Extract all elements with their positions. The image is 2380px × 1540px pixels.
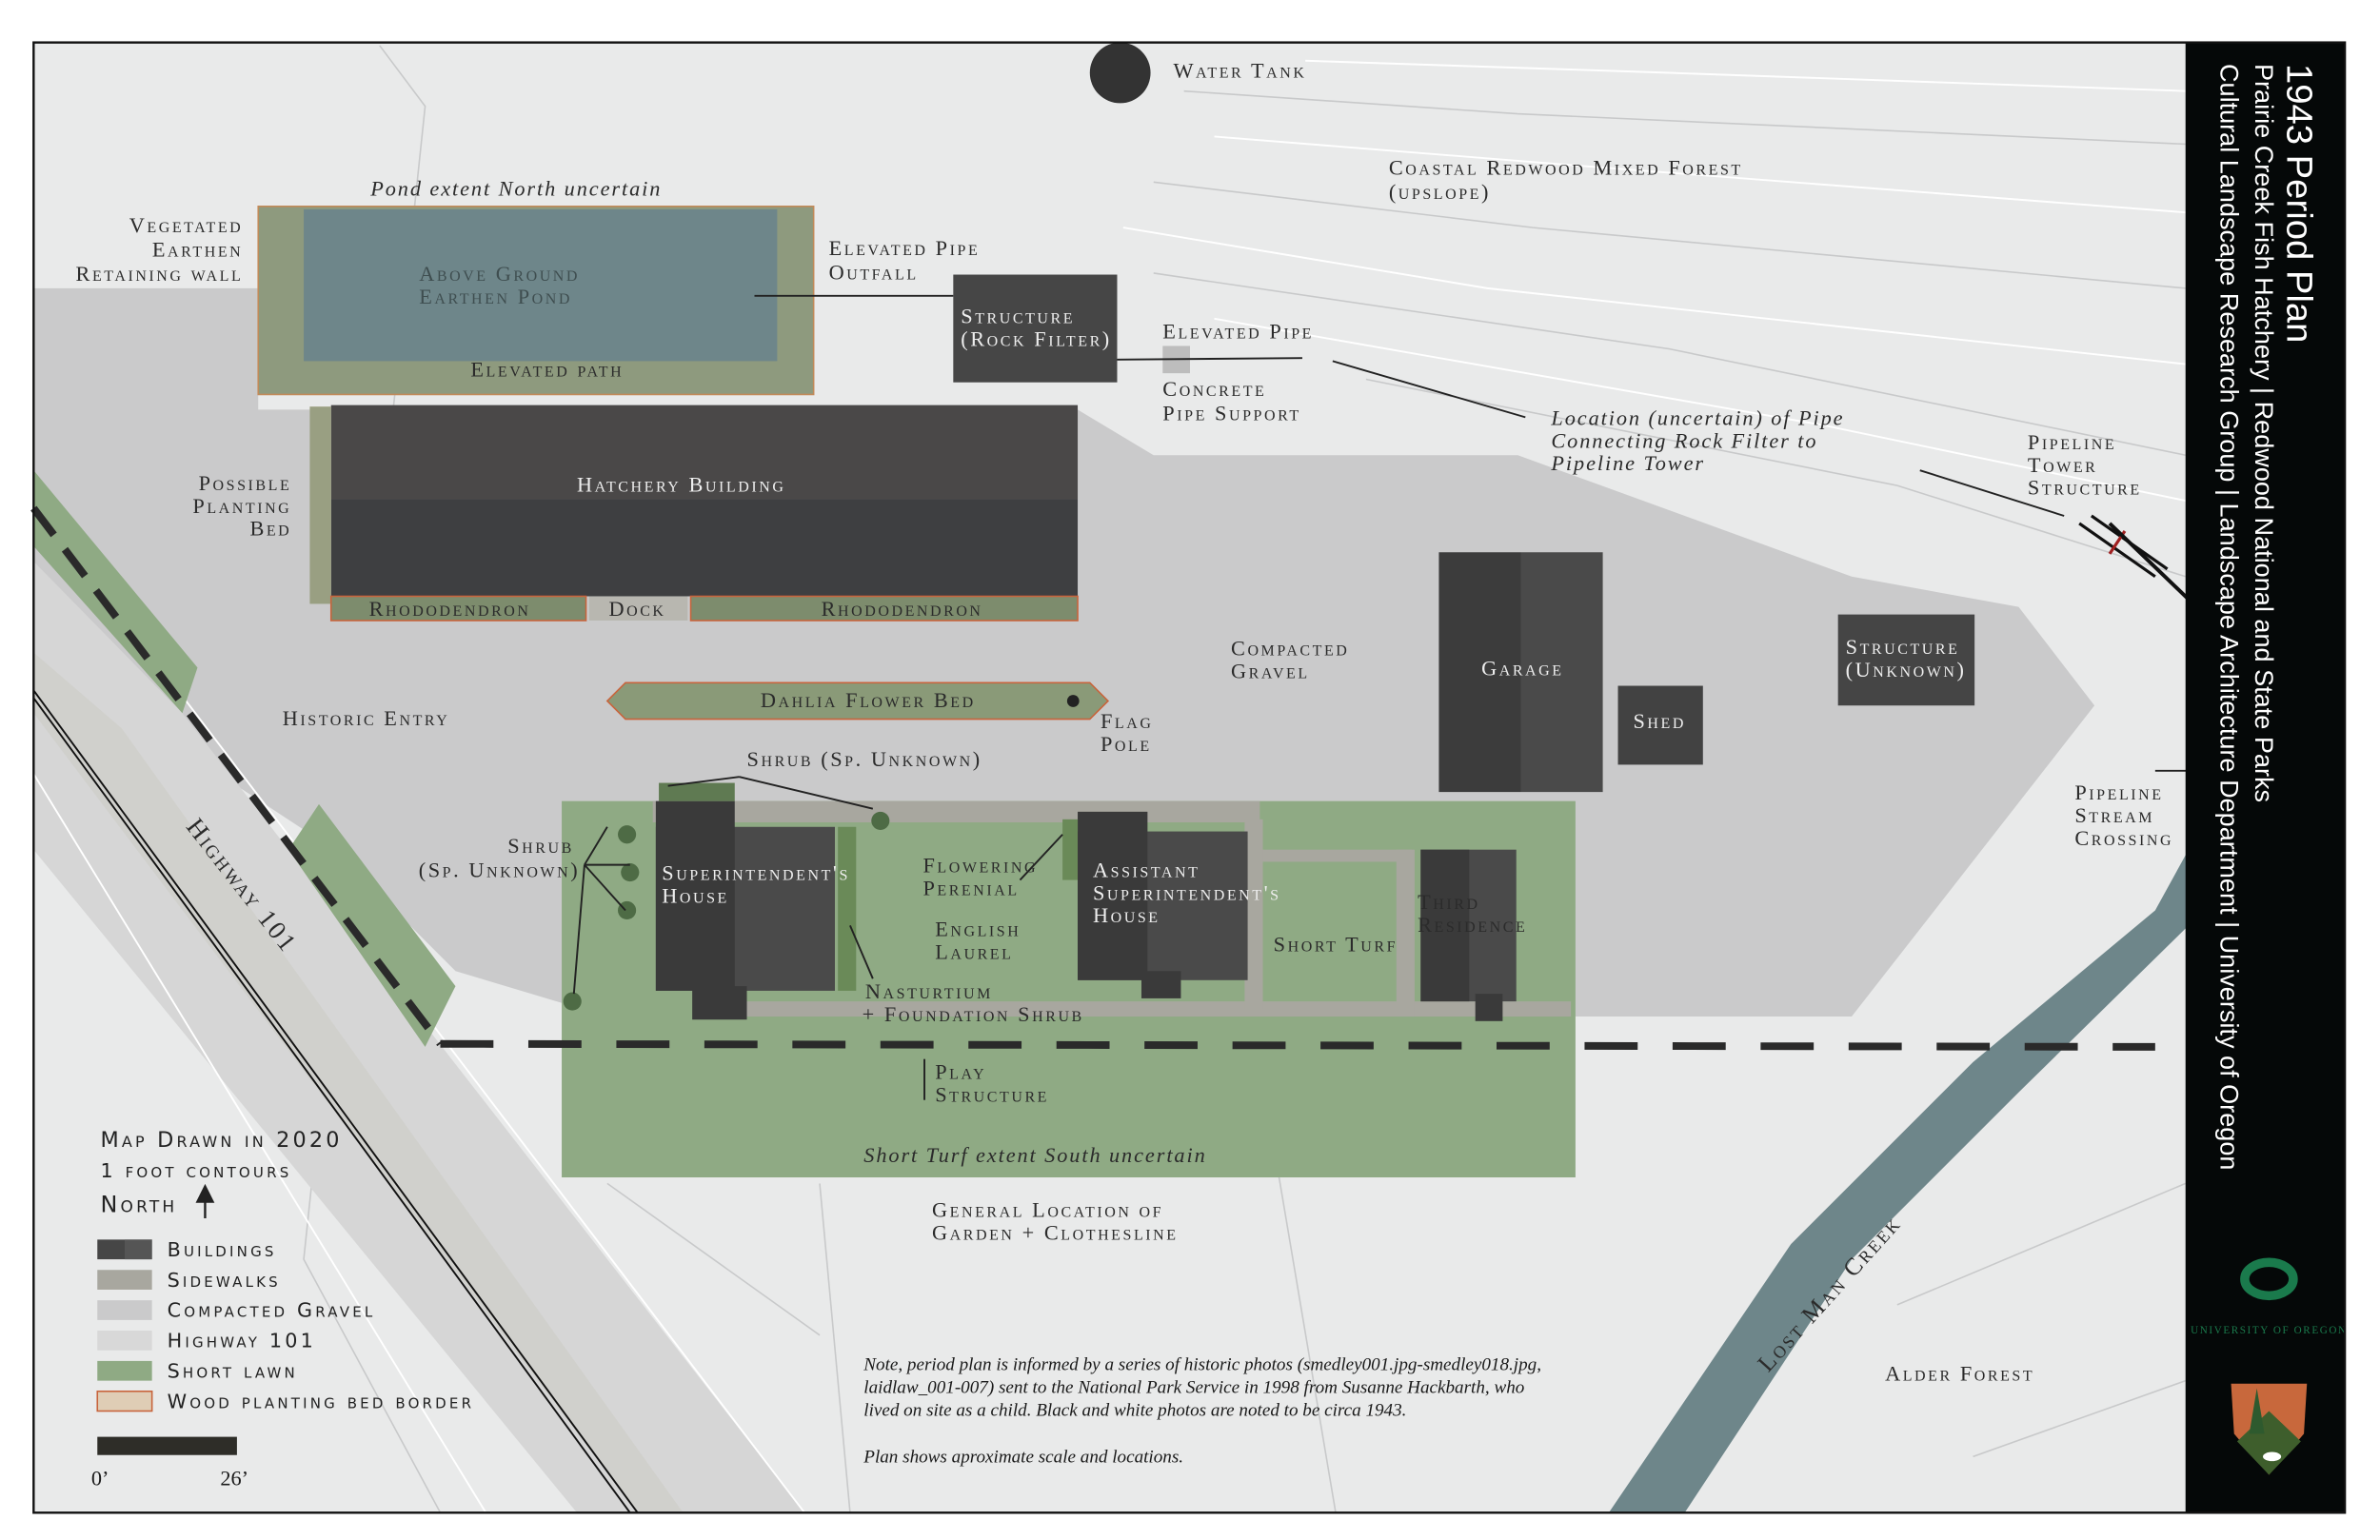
nps-arrowhead-logo [2231, 1383, 2308, 1475]
label-unknown-structure: Structure(Unknown) [1846, 635, 1967, 681]
plan-title: 1943 Period Plan [2279, 64, 2320, 343]
scale-bar [97, 1436, 237, 1455]
map-area [30, 42, 2209, 1513]
legend: Map Drawn in 2020 1 foot contours North … [91, 1128, 475, 1491]
label-dahlia: Dahlia Flower Bed [761, 688, 976, 712]
garage-building [1438, 552, 1521, 793]
label-garage: Garage [1481, 656, 1564, 680]
earthen-pond [304, 208, 778, 362]
scale-start: 0’ [91, 1467, 109, 1491]
legend-item-label: Short lawn [168, 1359, 298, 1382]
label-short-turf: Short Turf [1274, 932, 1398, 956]
legend-drawn: Map Drawn in 2020 [100, 1128, 342, 1153]
legend-swatch-shade [124, 1239, 152, 1260]
label-shrub-left: Shrub(Sp. Unknown) [419, 834, 580, 882]
label-pond-extent: Pond extent North uncertain [369, 177, 662, 201]
legend-swatch [97, 1331, 152, 1351]
label-elevated-pipe: Elevated Pipe [1162, 319, 1314, 343]
label-hatchery: Hatchery Building [577, 472, 785, 496]
label-nasturtium: Nasturtium+ Foundation Shrub [863, 979, 1084, 1026]
dahlia-flower-bed [605, 681, 1110, 721]
map-labels: Water Tank Coastal Redwood Mixed Forest(… [76, 58, 2173, 1386]
note-line-3: lived on site as a child. Black and whit… [863, 1400, 1406, 1420]
label-shrub-top: Shrub (Sp. Unknown) [747, 747, 982, 771]
hatchery-building [330, 405, 1079, 500]
legend-swatch [97, 1360, 152, 1381]
north-arrow-icon [195, 1183, 215, 1219]
water-tank [1089, 42, 1151, 104]
lost-man-creek [1608, 849, 2189, 1513]
label-forest: Coastal Redwood Mixed Forest(upslope) [1389, 155, 1743, 204]
note-line-2: laidlaw_001-007) sent to the National Pa… [863, 1377, 1524, 1397]
svg-text:UNIVERSITY OF OREGON: UNIVERSITY OF OREGON [2191, 1325, 2348, 1336]
label-dock: Dock [608, 597, 665, 621]
buildings [330, 274, 1975, 1021]
note-block: Note, period plan is informed by a serie… [863, 1354, 1541, 1467]
unknown-structure [1837, 614, 1975, 706]
legend-swatch [97, 1300, 152, 1320]
legend-swatch [97, 1270, 152, 1290]
label-elevated-path: Elevated path [470, 357, 624, 381]
legend-item-label: Wood planting bed border [168, 1390, 475, 1412]
scale-end: 26’ [220, 1467, 248, 1491]
rock-filter-structure [953, 274, 1118, 383]
legend-item-label: Compacted Gravel [168, 1299, 376, 1322]
label-rhododendron-right: Rhododendron [822, 597, 983, 621]
label-historic-entry: Historic Entry [283, 706, 450, 730]
sidewalks [652, 800, 1572, 1017]
legend-item-label: Highway 101 [168, 1330, 316, 1352]
plan-subtitle: Prairie Creek Fish Hatchery | Redwood Na… [2250, 64, 2279, 802]
label-rock-filter: Structure(Rock Filter) [961, 305, 1112, 351]
title-panel: 1943 Period Plan Prairie Creek Fish Hatc… [2185, 42, 2348, 1513]
note-line-4: Plan shows aproximate scale and location… [863, 1448, 1183, 1468]
label-water-tank: Water Tank [1173, 58, 1306, 82]
legend-item-label: Buildings [168, 1238, 277, 1261]
label-shed: Shed [1633, 709, 1686, 733]
university-of-oregon-logo: UNIVERSITY OF OREGON [2191, 1257, 2348, 1336]
legend-swatch [96, 1390, 153, 1412]
plan-credits: Cultural Landscape Research Group | Land… [2214, 64, 2244, 1170]
note-line-1: Note, period plan is informed by a serie… [863, 1354, 1541, 1374]
legend-contours: 1 foot contours [100, 1159, 291, 1182]
legend-item-label: Sidewalks [168, 1269, 281, 1292]
label-alder-forest: Alder Forest [1885, 1362, 2034, 1386]
label-rhododendron-left: Rhododendron [369, 597, 531, 621]
legend-north: North [100, 1192, 177, 1218]
flag-pole-icon [1066, 695, 1080, 707]
shed-building [1617, 685, 1703, 765]
label-turf-extent: Short Turf extent South uncertain [863, 1143, 1206, 1167]
planting-beds [309, 406, 1110, 1011]
